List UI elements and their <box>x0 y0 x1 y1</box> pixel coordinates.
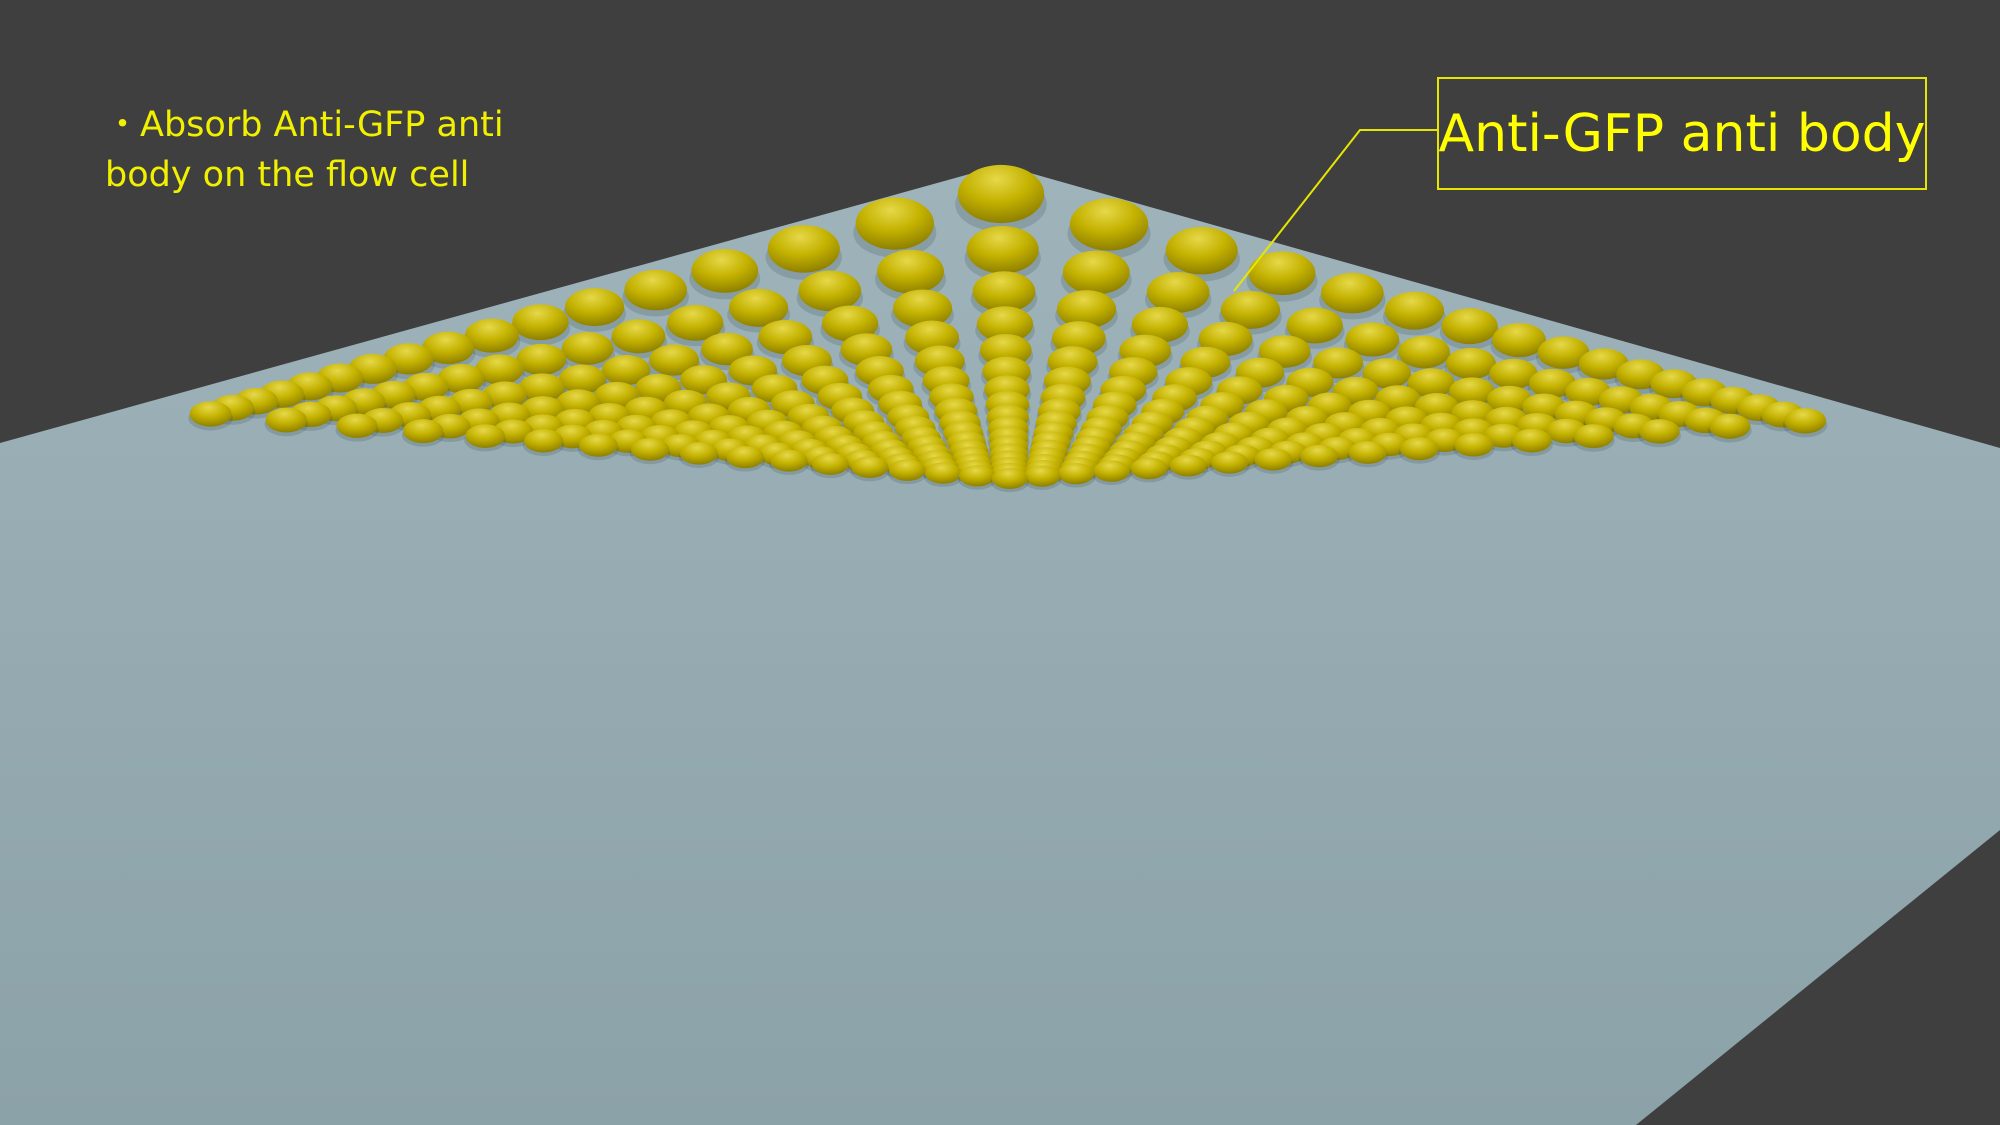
antibody-dot <box>810 453 851 479</box>
antibody-dot <box>1490 323 1548 363</box>
antibody-dot <box>964 225 1041 281</box>
antibody-dot <box>188 401 233 431</box>
antibody-dot <box>1253 448 1294 474</box>
antibody-dot <box>887 459 927 485</box>
antibody-dot <box>1439 308 1500 350</box>
antibody-dot <box>1319 272 1386 320</box>
antibody-dot <box>1510 428 1553 457</box>
antibody-dot <box>1396 335 1452 374</box>
antibody-dot <box>725 445 766 472</box>
antibody-dot <box>1536 336 1591 374</box>
antibody-dot <box>610 319 668 359</box>
antibody-dot <box>335 413 379 442</box>
antibody-dot <box>1383 291 1446 336</box>
antibody-dot <box>1453 433 1495 460</box>
antibody-dot <box>853 197 937 258</box>
callout-box: Anti-GFP anti body <box>1437 77 1927 190</box>
antibody-dot <box>1347 441 1389 468</box>
antibody-dot <box>1209 451 1250 477</box>
antibody-dot <box>1168 454 1208 480</box>
antibody-dot <box>463 318 521 358</box>
antibody-dot <box>1067 198 1151 259</box>
antibody-dot <box>510 304 571 346</box>
callout-label: Anti-GFP anti body <box>1438 103 1926 164</box>
note-line-2: body on the flow cell <box>105 155 470 195</box>
antibody-dot <box>689 248 761 300</box>
antibody-dot <box>955 164 1047 232</box>
antibody-dot <box>1060 250 1132 301</box>
antibody-dot <box>990 467 1029 493</box>
antibody-dot <box>1782 408 1828 438</box>
flow-cell-note: ・Absorb Anti-GFP anti body on the flow c… <box>105 100 525 200</box>
antibody-dot <box>464 424 507 452</box>
antibody-dot-grid <box>188 164 1828 493</box>
antibody-dot <box>1637 419 1681 448</box>
antibody-dot <box>1444 347 1498 384</box>
antibody-dot <box>1022 465 1062 490</box>
antibody-dot <box>1572 424 1615 452</box>
antibody-dot <box>768 449 809 475</box>
antibody-dot <box>560 332 615 370</box>
antibody-dot <box>1246 251 1318 302</box>
antibody-dot <box>1056 463 1096 488</box>
antibody-dot <box>970 271 1038 319</box>
antibody-dot <box>577 433 619 461</box>
antibody-dot <box>875 249 946 301</box>
antibody-dot <box>923 462 963 487</box>
antibody-dot <box>264 407 309 437</box>
callout-leader-line <box>1233 129 1437 292</box>
antibody-dot <box>1129 457 1169 483</box>
antibody-dot <box>850 456 890 482</box>
antibody-dot <box>420 331 476 369</box>
antibody-dot <box>1398 437 1440 464</box>
note-line-1: Absorb Anti-GFP anti <box>140 105 504 145</box>
antibody-dot <box>622 269 689 317</box>
antibody-dot <box>473 354 525 389</box>
antibody-dot <box>678 442 720 468</box>
antibody-dot <box>629 438 671 465</box>
antibody-dot <box>522 429 565 456</box>
antibody-dot <box>1299 444 1340 471</box>
antibody-dot <box>1092 460 1132 486</box>
antibody-dot <box>1487 358 1540 394</box>
antibody-dot <box>765 225 842 280</box>
antibody-dot <box>1163 226 1240 282</box>
antibody-dot <box>401 419 445 447</box>
antibody-dot <box>514 343 568 380</box>
antibody-dot <box>957 465 997 490</box>
antibody-dot <box>1707 413 1752 443</box>
antibody-dot <box>563 288 626 332</box>
bullet-marker: ・ <box>105 105 141 145</box>
